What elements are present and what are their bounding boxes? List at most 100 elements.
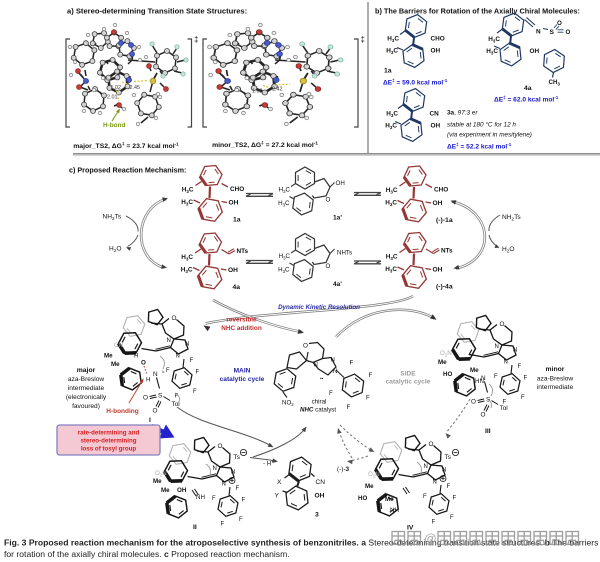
svg-text:minor_TS2, ΔG‡​ = 27.2 kcal mo: minor_TS2, ΔG‡​ = 27.2 kcal mol-1 <box>212 141 318 149</box>
svg-text:H3​C: H3​C <box>181 254 193 262</box>
svg-text:2.42: 2.42 <box>272 87 283 93</box>
svg-text:(via experiment in mesitylene): (via experiment in mesitylene) <box>447 132 532 139</box>
svg-text:H3​C: H3​C <box>385 200 397 208</box>
svg-text:@: @ <box>424 532 437 546</box>
svg-text:N: N <box>504 360 508 366</box>
svg-text:H3​C: H3​C <box>386 48 398 56</box>
svg-text:Fig. 3 Proposed reaction mecha: Fig. 3 Proposed reaction mechanism for t… <box>4 538 598 548</box>
svg-text:H-bonding: H-bonding <box>106 408 139 415</box>
svg-text:H3​C: H3​C <box>182 187 194 195</box>
svg-text:H3​C: H3​C <box>279 253 291 261</box>
svg-text:NH2​Ts: NH2​Ts <box>103 214 122 222</box>
svg-text:HO: HO <box>443 371 452 378</box>
svg-text:F: F <box>166 368 170 374</box>
svg-text:X: X <box>277 479 282 486</box>
svg-text:NHTs: NHTs <box>337 250 352 257</box>
svg-text:major_TS2, ΔG‡​ = 23.7 kcal mo: major_TS2, ΔG‡​ = 23.7 kcal mol-1 <box>73 142 179 150</box>
svg-text:chiral: chiral <box>312 399 327 406</box>
svg-text:O: O <box>481 412 486 419</box>
svg-text:OH: OH <box>315 493 325 500</box>
svg-text:H: H <box>146 377 150 384</box>
svg-text:Y: Y <box>275 493 280 500</box>
svg-text:‡: ‡ <box>361 35 365 44</box>
svg-text:H3​C: H3​C <box>488 36 500 44</box>
svg-text:O2​N: O2​N <box>155 470 167 478</box>
svg-text:favoured): favoured) <box>72 403 100 410</box>
svg-text:stable at 180 °C for 12 h: stable at 180 °C for 12 h <box>447 121 516 129</box>
svg-text:3: 3 <box>315 512 319 519</box>
svg-text:a) Stereo-determining Transiti: a) Stereo-determining Transition State S… <box>67 7 247 16</box>
svg-text:aza-Breslow: aza-Breslow <box>68 376 105 383</box>
svg-text:F: F <box>193 389 197 395</box>
svg-text:b) The Barriers for Rotation o: b) The Barriers for Rotation of the Axia… <box>375 7 580 16</box>
svg-text:F: F <box>447 484 451 490</box>
svg-text:catalytic cycle: catalytic cycle <box>386 379 431 386</box>
svg-text:O: O <box>218 443 223 450</box>
svg-text:I: I <box>149 417 151 424</box>
svg-text:CH3​: CH3​ <box>549 79 561 87</box>
svg-text:H3​C: H3​C <box>385 266 397 274</box>
svg-text:F: F <box>503 400 507 406</box>
svg-text:N: N <box>424 464 428 470</box>
svg-text:N: N <box>176 354 180 360</box>
svg-text:OH: OH <box>530 48 540 55</box>
svg-text:F: F <box>494 374 498 380</box>
svg-text:F: F <box>239 517 243 523</box>
svg-text:MAIN: MAIN <box>234 368 251 375</box>
svg-text:(-)-1a: (-)-1a <box>436 217 453 224</box>
svg-text:N: N <box>513 348 517 354</box>
svg-text:Me: Me <box>104 353 113 360</box>
svg-text:H3​C: H3​C <box>181 199 193 207</box>
svg-text:O: O <box>471 399 476 406</box>
svg-text:H3​C: H3​C <box>278 267 290 275</box>
svg-text:1.02: 1.02 <box>111 85 122 91</box>
svg-text:Me: Me <box>385 496 394 503</box>
svg-text:OH: OH <box>431 123 441 130</box>
svg-text:Me: Me <box>153 478 162 485</box>
svg-text:minor: minor <box>546 366 565 373</box>
svg-text:N: N <box>333 369 337 375</box>
svg-text:O2​N: O2​N <box>368 471 380 479</box>
svg-text:Me: Me <box>365 483 374 490</box>
svg-text:F: F <box>236 486 240 492</box>
svg-text:F: F <box>221 522 225 528</box>
svg-text:OH: OH <box>433 267 443 274</box>
svg-text:Tol: Tol <box>172 401 180 408</box>
svg-text:F: F <box>450 515 454 521</box>
svg-text:4a: 4a <box>524 85 532 92</box>
svg-text:N: N <box>442 468 446 474</box>
svg-text:F: F <box>453 496 457 502</box>
svg-text:CN: CN <box>316 479 326 486</box>
svg-text:F: F <box>190 358 194 364</box>
svg-text:Me: Me <box>470 367 479 374</box>
svg-text:NH2​Ts: NH2​Ts <box>502 214 521 222</box>
svg-text:(-)-3: (-)-3 <box>337 466 350 473</box>
svg-text:F: F <box>423 494 427 500</box>
svg-text:(-)-4a: (-)-4a <box>436 284 453 291</box>
svg-text:1a: 1a <box>233 217 241 224</box>
svg-text:OH: OH <box>336 180 345 187</box>
svg-text:H: H <box>134 353 138 360</box>
svg-text:III: III <box>485 428 491 435</box>
svg-text:1a': 1a' <box>333 215 342 222</box>
svg-text:OH: OH <box>177 487 187 494</box>
svg-text:Ts: Ts <box>445 454 451 461</box>
svg-text:••: •• <box>320 376 324 381</box>
svg-text:H3​C: H3​C <box>387 36 399 44</box>
svg-text:H3​C: H3​C <box>386 254 398 262</box>
svg-text:O2​N: O2​N <box>440 350 452 358</box>
svg-text:O: O <box>566 29 571 36</box>
svg-text:O: O <box>143 395 148 402</box>
svg-text:N: N <box>331 358 335 364</box>
svg-text:Me: Me <box>161 487 170 494</box>
svg-text:for rotation of the axially ch: for rotation of the axially chiral molec… <box>4 549 290 559</box>
svg-text:HN: HN <box>475 378 484 385</box>
svg-text:1a: 1a <box>384 68 392 75</box>
svg-text:H3​C: H3​C <box>279 187 291 195</box>
svg-text:ΔE‡​ = 62.0 kcal mol-1: ΔE‡​ = 62.0 kcal mol-1 <box>494 95 559 103</box>
svg-text:aza-Breslow: aza-Breslow <box>537 376 574 383</box>
svg-text:rate-determining and: rate-determining and <box>78 430 140 437</box>
svg-text:CHO: CHO <box>434 187 448 194</box>
svg-text:H3​C: H3​C <box>278 200 290 208</box>
svg-text:IV: IV <box>407 525 414 532</box>
